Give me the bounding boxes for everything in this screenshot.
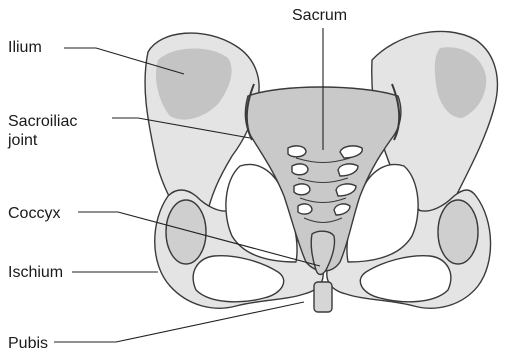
pubic-symphysis [314,282,332,312]
sacroiliac-joint-label: Sacroiliac joint [8,112,77,150]
ilium-label: Ilium [8,38,42,57]
right-acetabulum [438,200,478,264]
left-acetabulum [166,200,206,264]
pubis-label: Pubis [8,334,48,353]
sacroiliac-label-line1: Sacroiliac [8,112,77,131]
sacrum-label: Sacrum [292,6,347,25]
coccyx-label: Coccyx [8,204,60,223]
sacroiliac-label-line2: joint [8,131,77,150]
ischium-label: Ischium [8,263,63,282]
